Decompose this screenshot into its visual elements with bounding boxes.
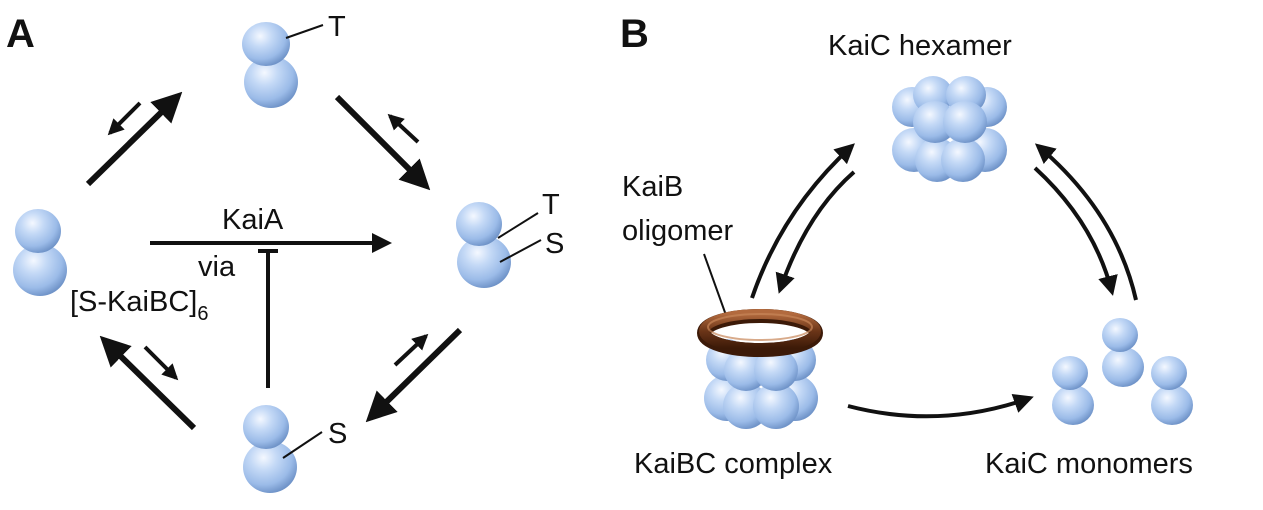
panel-b: B KaiC hexamer KaiB oligomer — [620, 12, 1193, 480]
site-label-right-s: S — [545, 228, 564, 260]
arrow-hexamer-to-monomers — [1033, 166, 1118, 296]
site-line-top — [285, 24, 324, 39]
site-line-bottom — [282, 431, 323, 459]
kaib-pointer-line — [703, 253, 728, 319]
site-label-right-t: T — [542, 189, 560, 221]
kaic-hexamer — [892, 76, 1007, 182]
arrow-complex-to-hexamer — [750, 143, 855, 299]
arrow-bottom-to-left — [99, 335, 197, 431]
kaic-monomer-b-1 — [1052, 356, 1094, 425]
arrow-monomers-to-hexamer — [1034, 143, 1138, 301]
kaic-monomer-b-2 — [1102, 318, 1144, 387]
site-label-top-t: T — [328, 11, 346, 43]
kaib-label-line1: KaiB — [622, 171, 683, 203]
kaic-monomer-top — [242, 22, 298, 108]
arrow-left-to-top — [85, 91, 183, 187]
inhibitor-complex-label: [S-KaiBC]6 — [70, 286, 208, 325]
site-line-right-t — [497, 212, 539, 239]
arrow-right-to-bottom — [365, 327, 463, 423]
arrow-bottom-to-right-minor — [393, 333, 429, 367]
arrow-top-to-left-minor — [107, 101, 142, 136]
kaibc-complex-label: KaiBC complex — [634, 448, 833, 480]
arrow-complex-to-monomers — [847, 393, 1034, 419]
panel-b-label: B — [620, 12, 649, 56]
hexamer-label: KaiC hexamer — [828, 30, 1012, 62]
site-label-bottom-s: S — [328, 418, 347, 450]
kaia-label: KaiA — [222, 204, 284, 236]
kaic-monomer-left — [13, 209, 67, 296]
kaic-monomer-right — [456, 202, 511, 288]
kaic-monomers-label: KaiC monomers — [985, 448, 1193, 480]
inhibitor-complex-subscript: 6 — [197, 303, 208, 325]
inhibitor-complex-text: [S-KaiBC] — [70, 286, 197, 318]
kaib-oligomer-ring — [697, 309, 823, 357]
arrow-top-to-right — [334, 94, 431, 191]
panel-a-label: A — [6, 12, 35, 56]
kaib-label-line2: oligomer — [622, 215, 734, 247]
inhibitor-via-label: via — [198, 251, 236, 283]
panel-a: A T T S S — [6, 11, 564, 493]
arrow-hexamer-to-complex — [775, 170, 856, 294]
arrow-right-to-top-minor — [387, 113, 420, 144]
kaic-monomer-b-3 — [1151, 356, 1193, 425]
site-line-right-s — [499, 239, 542, 263]
arrow-left-to-bottom-minor — [143, 345, 179, 381]
kaic-monomer-bottom — [243, 405, 297, 493]
